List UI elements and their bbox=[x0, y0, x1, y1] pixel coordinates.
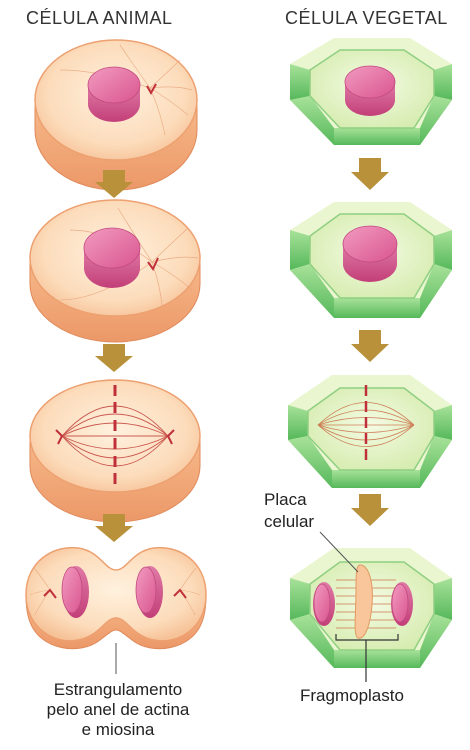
cell-plate-label: Placa celular bbox=[264, 489, 314, 533]
cell-plate-label-line: celular bbox=[264, 512, 315, 531]
nucleus bbox=[391, 582, 413, 626]
centrioles bbox=[55, 429, 64, 445]
nucleus bbox=[135, 566, 163, 618]
arrow-down-icon bbox=[351, 494, 389, 526]
arrow-down-icon bbox=[95, 344, 133, 372]
nucleus bbox=[342, 225, 398, 282]
nucleus bbox=[83, 227, 141, 288]
plant-cell-title: CÉLULA VEGETAL bbox=[285, 8, 448, 28]
plant-cell-cytokinesis bbox=[290, 531, 452, 682]
cell-plate-label-line: Placa bbox=[264, 490, 307, 509]
plant-cell-interphase bbox=[290, 38, 452, 145]
cell-plate-pointer bbox=[319, 531, 359, 573]
animal-cell-prophase bbox=[29, 199, 201, 343]
animal-cell-metaphase bbox=[29, 379, 201, 523]
phragmoplast-label: Fragmoplasto bbox=[300, 686, 404, 705]
arrow-down-icon bbox=[95, 514, 133, 542]
constriction-label-line: Estrangulamento bbox=[53, 680, 183, 699]
constriction-label: Estrangulamento pelo anel de actina e mi… bbox=[18, 680, 218, 740]
constriction-label-line: e miosina bbox=[81, 720, 155, 739]
constriction-label-line: pelo anel de actina bbox=[46, 700, 190, 719]
centrioles bbox=[147, 257, 159, 271]
centrioles bbox=[166, 429, 175, 445]
plant-cell-prophase bbox=[290, 202, 452, 318]
cell-plate bbox=[354, 564, 373, 639]
phragmoplast-bracket bbox=[335, 634, 399, 641]
animal-cell-title: CÉLULA ANIMAL bbox=[26, 8, 173, 28]
centrioles bbox=[173, 588, 187, 599]
nucleus bbox=[313, 582, 335, 626]
centrioles bbox=[43, 588, 57, 599]
animal-cell-cytokinesis bbox=[25, 546, 207, 674]
arrow-down-icon bbox=[351, 330, 389, 362]
animal-cell-interphase bbox=[34, 39, 198, 191]
nucleus bbox=[344, 65, 396, 116]
arrow-down-icon bbox=[95, 170, 133, 198]
nucleus bbox=[61, 566, 89, 618]
arrow-down-icon bbox=[351, 158, 389, 190]
plant-cell-metaphase bbox=[288, 375, 452, 488]
nucleus bbox=[87, 66, 141, 122]
centrioles bbox=[146, 83, 157, 96]
